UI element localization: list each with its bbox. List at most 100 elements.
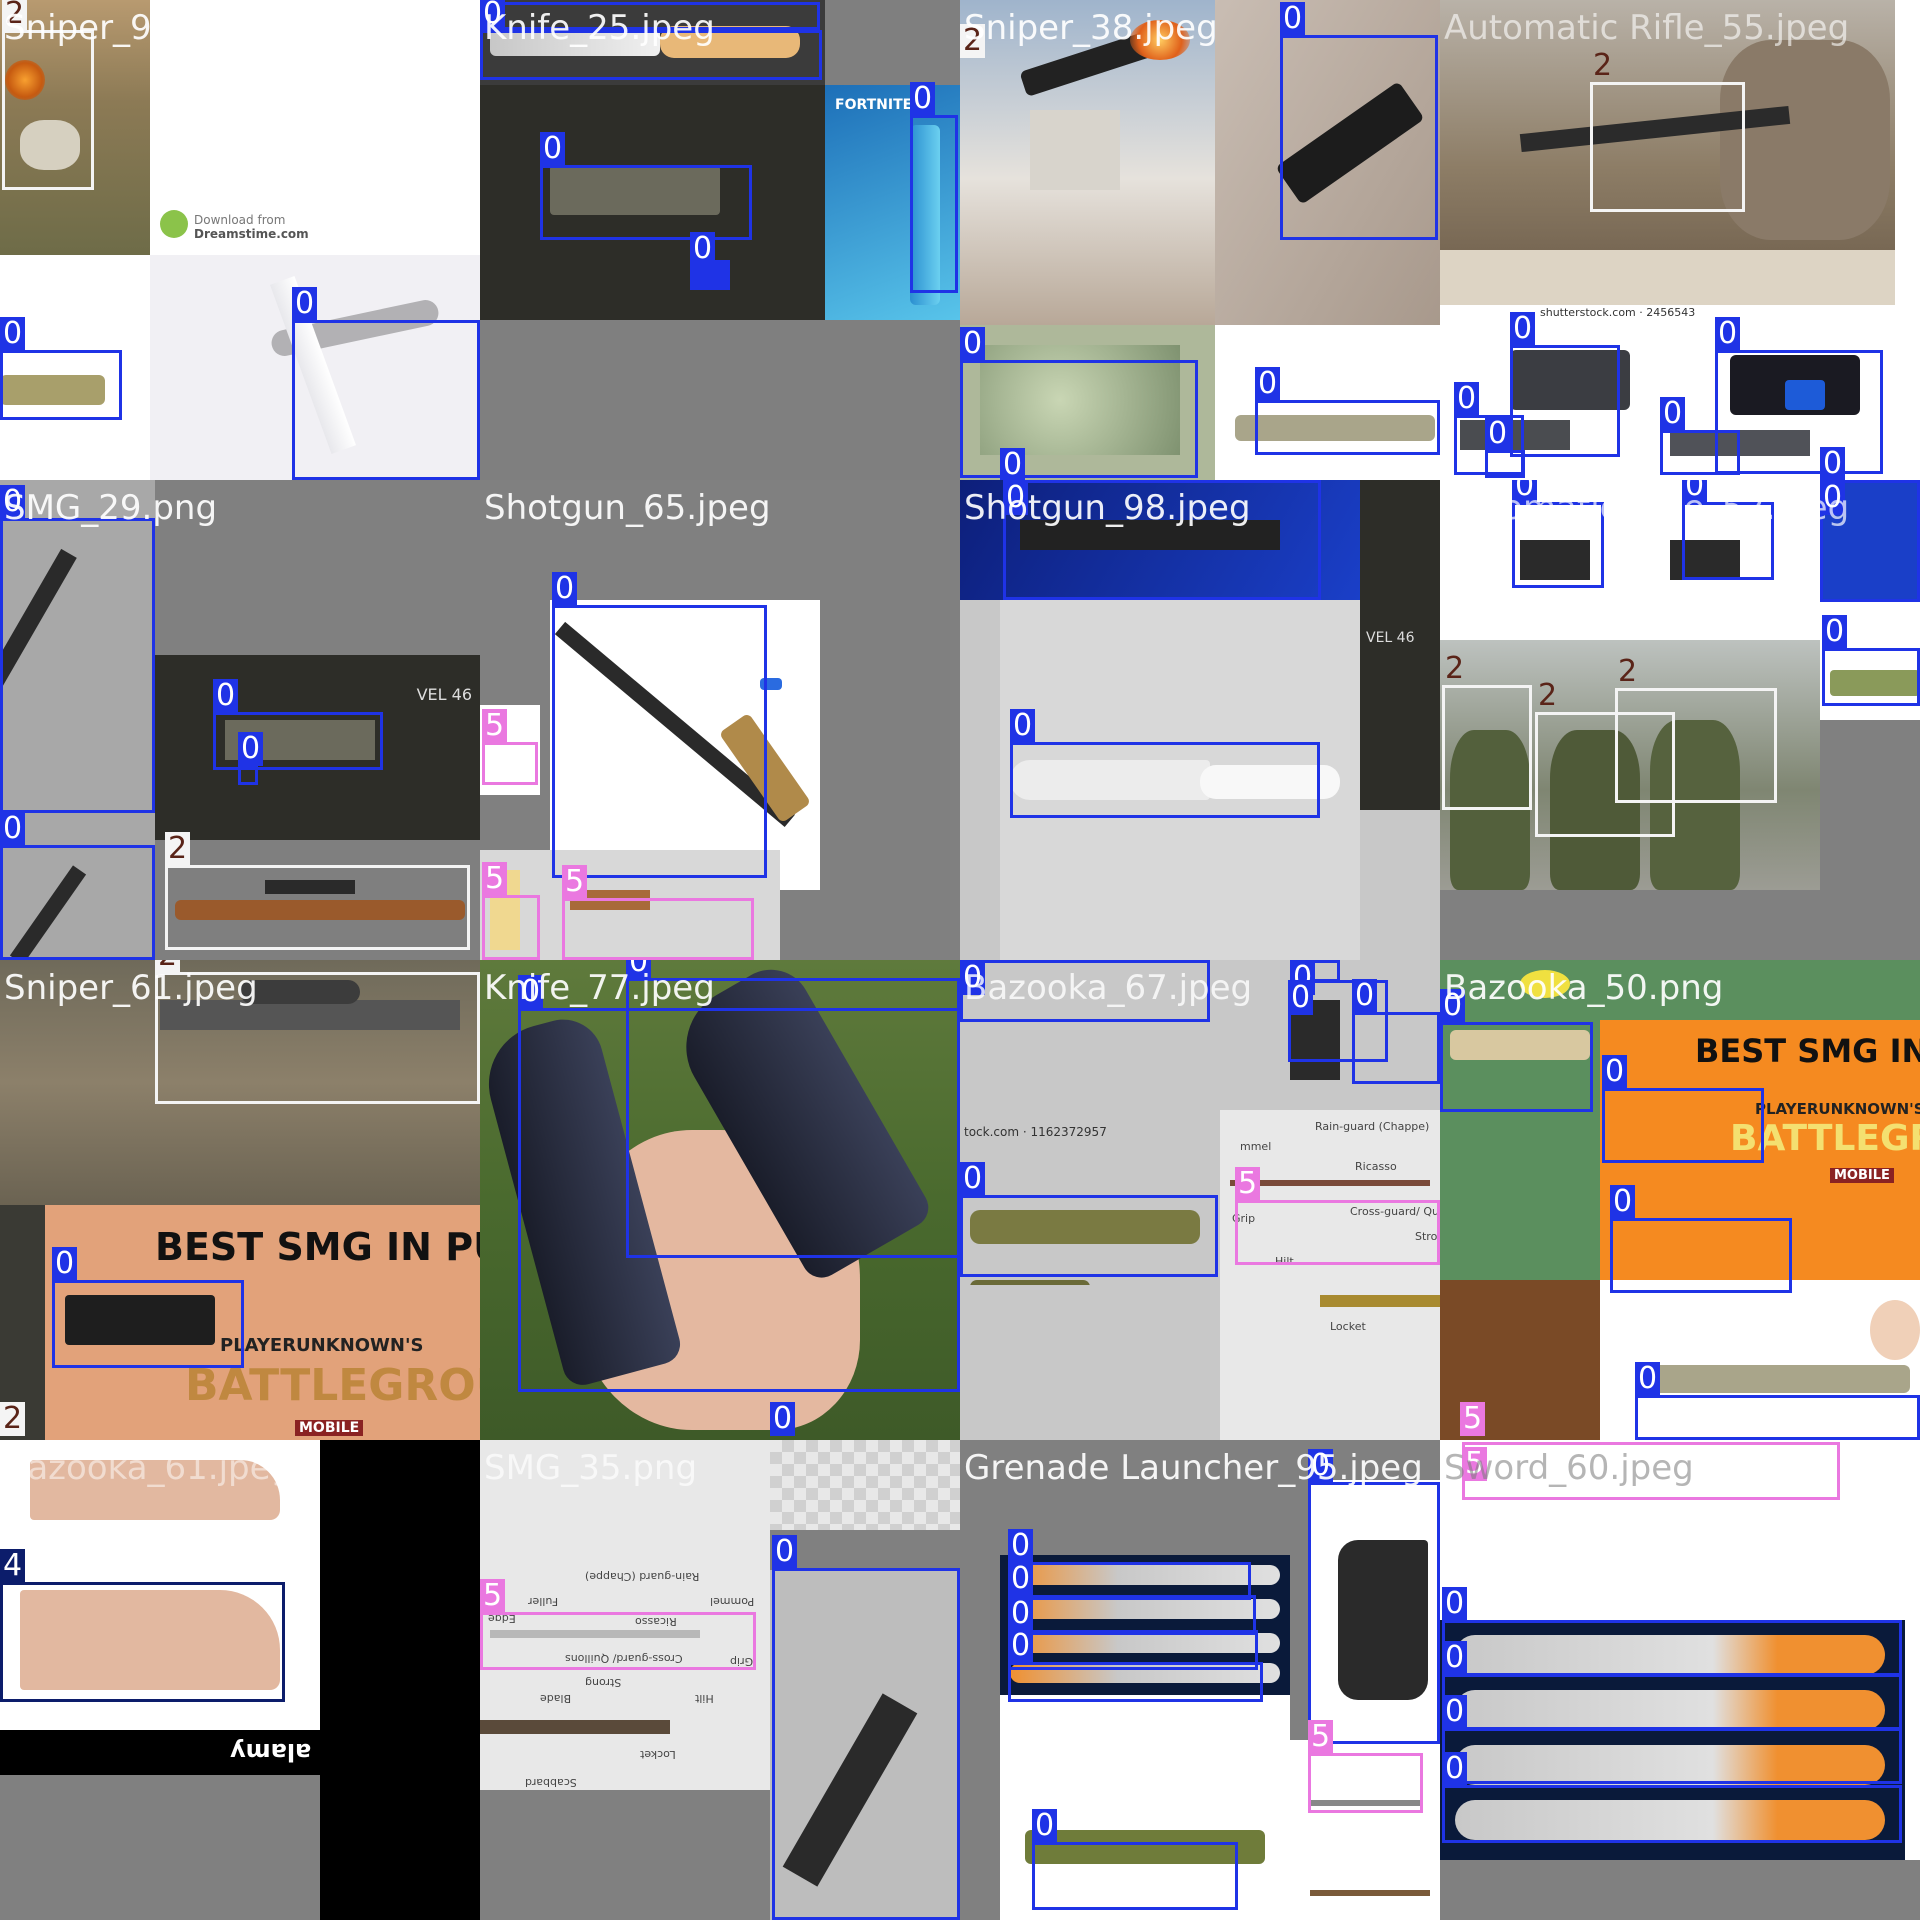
photo-revolver — [1308, 1480, 1440, 1740]
photo-black-panel — [320, 1440, 480, 1920]
watermark-text: tock.com · 1162372957 — [964, 1125, 1107, 1139]
tile-grenade-launcher-95: Grenade Launcher_95.jpeg 0 0 0 0 0 0 5 — [960, 1440, 1440, 1920]
diagram-label: Locket — [1330, 1320, 1366, 1333]
photo-bazooka-tube — [0, 255, 150, 480]
diagram-label: Blade — [540, 1692, 572, 1705]
photo-sword-diagram: Rain-guard (Chappe) Ricasso Cross-guard/… — [1220, 1110, 1440, 1440]
photo-lever-shotgun — [550, 600, 820, 890]
bbox-class-0: 0 — [690, 232, 730, 287]
tile-title: Shotgun_65.jpeg — [484, 488, 771, 528]
photo-alamy-strip: alamy — [0, 1730, 320, 1775]
bbox-class-5: 5 — [1462, 1442, 1840, 1500]
bbox-class-5: 5 — [480, 1579, 756, 1670]
banner-headline: BEST SMG IN PUBG M — [155, 1225, 480, 1269]
tile-bazooka-61: alamy Bazooka_61.jpeg 4 — [0, 1440, 480, 1920]
photo-sniper-soldier — [1440, 0, 1895, 305]
bbox-class-0: 0 — [626, 960, 960, 1258]
bbox-class-5: 5 — [562, 865, 754, 960]
bbox-class-5: 5 — [1235, 1167, 1440, 1265]
bbox-class-0: 0 — [1288, 980, 1388, 1062]
tile-sniper-38: Sniper_38.jpeg 2 0 0 0 0 — [960, 0, 1440, 480]
bbox-class-0: 0 — [213, 679, 383, 770]
photo-bazooka-white — [1820, 640, 1920, 720]
photo-sniper-bullet — [0, 0, 150, 255]
photo-knife-set — [1000, 1555, 1290, 1695]
bbox-class-0: 0 — [1442, 1641, 1902, 1730]
tile-smg-35: Rain-guard (Chappe) Fuller Pommel Ricass… — [480, 1440, 960, 1920]
bbox-class-0: 0 — [1008, 1562, 1256, 1635]
diagram-label: Locket — [640, 1748, 676, 1761]
bbox-class-0: 0 — [1485, 417, 1525, 478]
bbox-class-5: 5 — [1308, 1720, 1423, 1813]
diagram-label: Rain-guard (Chappe) — [1315, 1120, 1430, 1133]
bbox-class-4: 4 — [0, 1549, 285, 1702]
bbox-class-2: 2 — [1615, 655, 1777, 803]
tile-sword-60: Sword_60.jpeg 5 0 0 0 0 — [1440, 1440, 1920, 1920]
vel-label: VEL 46 — [1366, 630, 1415, 646]
banner-subtitle: PLAYERUNKNOWN'S — [220, 1335, 424, 1356]
watermark-text: shutterstock.com · 2456543 — [1540, 306, 1696, 319]
photo-sword-diagram: Rain-guard (Chappe) Fuller Pommel Ricass… — [480, 1440, 770, 1790]
bbox-class-0: 0 — [0, 812, 155, 960]
photo-sniper-rifle — [155, 840, 480, 960]
bbox-class-0: 0 — [1442, 1752, 1902, 1843]
bbox-class-0: 0 — [1008, 1529, 1251, 1600]
bbox-class-0: 0 — [480, 0, 820, 30]
bbox-class-2: 2 — [1590, 49, 1745, 212]
bbox-class-0: 0 — [1820, 447, 1846, 480]
bbox-class-5: 5 — [1440, 1402, 1486, 1439]
diagram-label: Ricasso — [1355, 1160, 1397, 1173]
diagram-label: Hilt — [695, 1692, 714, 1705]
bbox-class-2: 2 — [155, 960, 480, 1104]
diagram-label: Rain-guard (Chappe) — [585, 1570, 700, 1583]
photo-sniper-grass — [0, 960, 480, 1205]
photo-rifle-stocks — [0, 1440, 320, 1730]
bbox-class-2: 2 — [165, 832, 470, 950]
bbox-class-0: 0 — [770, 1402, 796, 1439]
bbox-class-0: 0 — [1442, 1695, 1902, 1784]
tile-automatic-rifle-52: Automatic Rifle_52.jpeg 0 0 0 0 2 2 2 — [1440, 480, 1920, 960]
photo-padding — [1440, 1860, 1920, 1920]
photo-ghillie-soldiers — [1440, 640, 1820, 890]
bbox-class-0: 0 — [1008, 1629, 1263, 1702]
bbox-class-0: 0 — [552, 572, 767, 878]
bbox-class-0: 0 — [1820, 480, 1920, 602]
banner-logo: BATTLEGROUNDS — [185, 1360, 480, 1411]
bbox-class-0: 0 — [238, 732, 264, 785]
photo-bazooka-rocket: tock.com · 1162372957 — [960, 960, 1220, 1285]
bbox-class-0: 0 — [292, 287, 480, 480]
tile-smg-29: VEL 46 SMG_29.png 0 0 0 0 2 — [0, 480, 480, 960]
photo-capitol — [960, 0, 1215, 325]
bbox-class-2: 2 — [1535, 679, 1675, 837]
bbox-class-0: 0 — [1032, 1809, 1238, 1910]
tile-shotgun-65: Shotgun_65.jpeg 0 5 5 5 — [480, 480, 960, 960]
bbox-class-0: 0 — [960, 960, 1210, 1022]
alamy-watermark: alamy — [230, 1738, 312, 1766]
bbox-class-0: 0 — [0, 485, 155, 813]
bbox-class-0: 0 — [1822, 615, 1920, 706]
bbox-class-0: 0 — [1715, 317, 1883, 474]
photo-bazooka-white — [1600, 1280, 1920, 1440]
photo-shotgun-gray — [770, 1570, 960, 1920]
tile-automatic-rifle-55: shutterstock.com · 2456543 Automatic Rif… — [1440, 0, 1920, 480]
photo-sword-diagram — [1290, 1740, 1440, 1920]
bbox-class-0: 0 — [1010, 709, 1320, 818]
photo-pubg-banner: BEST SMG IN PUBG M PLAYERUNKNOWN'S BATTL… — [45, 1205, 480, 1440]
banner-mobile: MOBILE — [1830, 1168, 1894, 1183]
bbox-class-0: 0 — [1308, 1449, 1440, 1744]
bbox-class-0: 0 — [1635, 1362, 1920, 1440]
photo-shotgun-gray — [0, 480, 155, 960]
bbox-class-0: 0 — [1442, 1587, 1902, 1676]
bbox-class-0: 0 — [960, 1162, 1218, 1277]
bbox-class-5: 5 — [482, 862, 540, 960]
watermark-line-1: Download from — [194, 213, 286, 227]
vel-label: VEL 46 — [416, 685, 472, 704]
diagram-label: Fuller — [528, 1595, 559, 1608]
diagram-label: Pommel — [710, 1595, 755, 1608]
photo-knife-wood — [1215, 0, 1440, 325]
bbox-class-0: 0 — [1682, 480, 1774, 580]
fortnite-label: FORTNITE — [835, 97, 913, 113]
bbox-class-2: 2 — [1442, 652, 1532, 810]
bbox-class-0: 0 — [1440, 989, 1593, 1112]
